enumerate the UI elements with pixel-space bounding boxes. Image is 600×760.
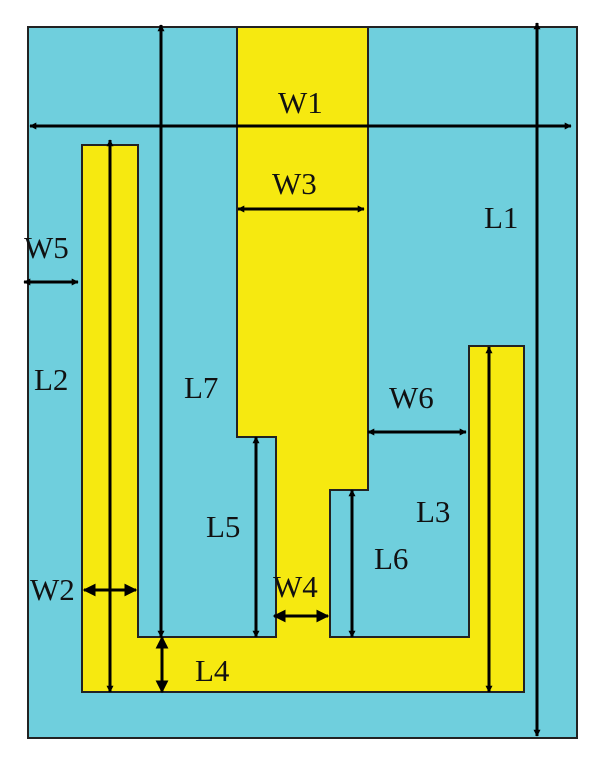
label-l5: L5 (206, 509, 240, 544)
label-w4: W4 (273, 569, 318, 604)
label-w6: W6 (389, 380, 434, 415)
label-l1: L1 (484, 200, 518, 235)
label-w2: W2 (30, 572, 75, 607)
label-l4: L4 (195, 653, 230, 688)
dimension-labels: W1 L1 W3 W5 L2 L7 W6 L3 L5 L6 W2 W4 L4 (24, 85, 518, 688)
label-l2: L2 (34, 362, 68, 397)
label-w1: W1 (278, 85, 323, 120)
label-w5: W5 (24, 230, 69, 265)
label-w3: W3 (272, 166, 317, 201)
label-l3: L3 (416, 494, 450, 529)
label-l6: L6 (374, 541, 408, 576)
label-l7: L7 (184, 370, 218, 405)
dimension-arrows (23, 22, 572, 737)
radiating-patch (81, 26, 525, 693)
